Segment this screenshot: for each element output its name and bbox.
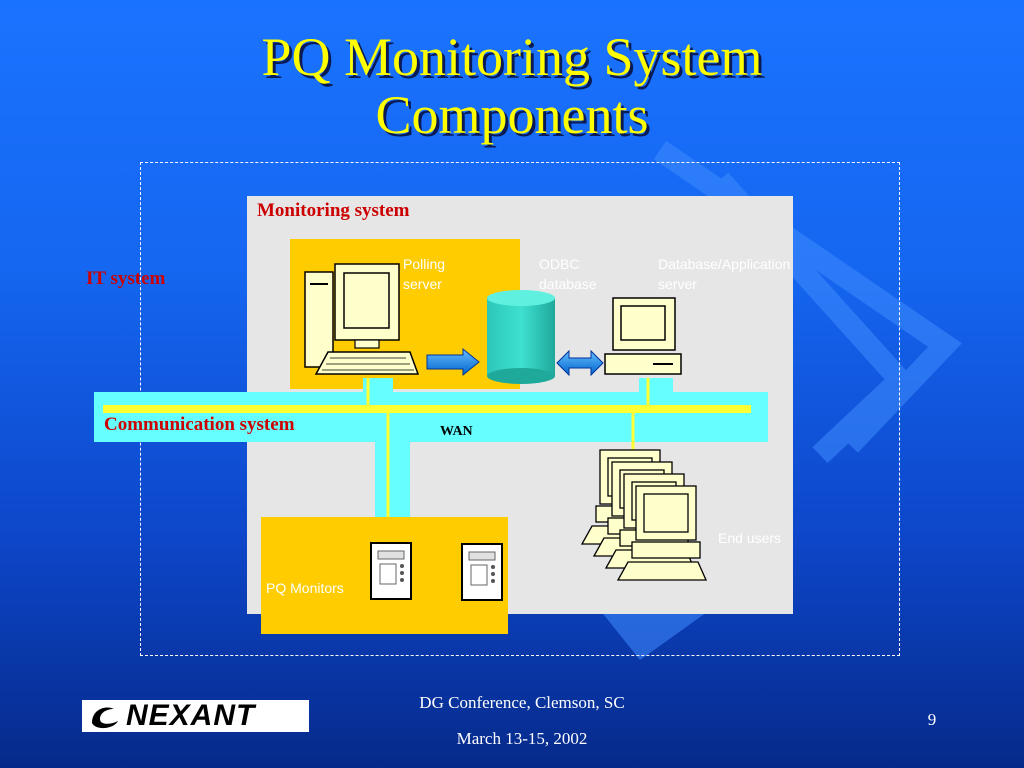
communication-bus [103, 405, 751, 413]
odbc-label-line1: ODBC [539, 256, 580, 272]
slide-title: PQ Monitoring System Components [0, 28, 1024, 144]
polling-label-line2: server [403, 276, 442, 292]
db-app-server-computer-icon [604, 297, 682, 375]
page-number: 9 [927, 710, 937, 729]
pq-monitor-device-icon [370, 542, 412, 600]
monitoring-system-label: Monitoring system [257, 200, 410, 221]
right-arrow-icon [426, 347, 480, 377]
nexant-logo: NEXANT [82, 700, 309, 732]
dbapp-label-line2: server [658, 276, 697, 292]
odbc-label-line2: database [539, 276, 597, 292]
footer-conference: DG Conference, Clemson, SC [419, 693, 625, 712]
wan-label: WAN [440, 424, 473, 439]
polling-label-line1: Polling [403, 256, 446, 272]
database-cylinder-icon [487, 290, 555, 384]
title-line-2: Components [375, 85, 649, 145]
end-users-label: End users [718, 530, 782, 546]
it-system-label: IT system [86, 268, 166, 289]
pq-monitors-label: PQ Monitors [266, 580, 344, 596]
db-app-server-label: Database/Application server [658, 254, 790, 294]
dbapp-label-line1: Database/Application [658, 256, 791, 272]
pq-monitor-device-icon [461, 543, 503, 601]
nexant-swirl-icon [92, 707, 118, 729]
communication-system-label: Communication system [104, 414, 295, 435]
communication-system-band [94, 392, 768, 442]
title-line-1: PQ Monitoring System [261, 27, 763, 87]
odbc-database-label: ODBC database [539, 254, 597, 294]
comm-connector-polling [363, 378, 393, 394]
polling-server-label: Polling server [403, 254, 445, 294]
nexant-logo-text: NEXANT [126, 699, 256, 732]
end-users-computers-icon [580, 449, 707, 581]
polling-server-computer-icon [304, 263, 420, 375]
double-arrow-icon [556, 349, 604, 377]
footer-date: March 13-15, 2002 [456, 729, 588, 748]
comm-connector-monitors [375, 440, 410, 528]
